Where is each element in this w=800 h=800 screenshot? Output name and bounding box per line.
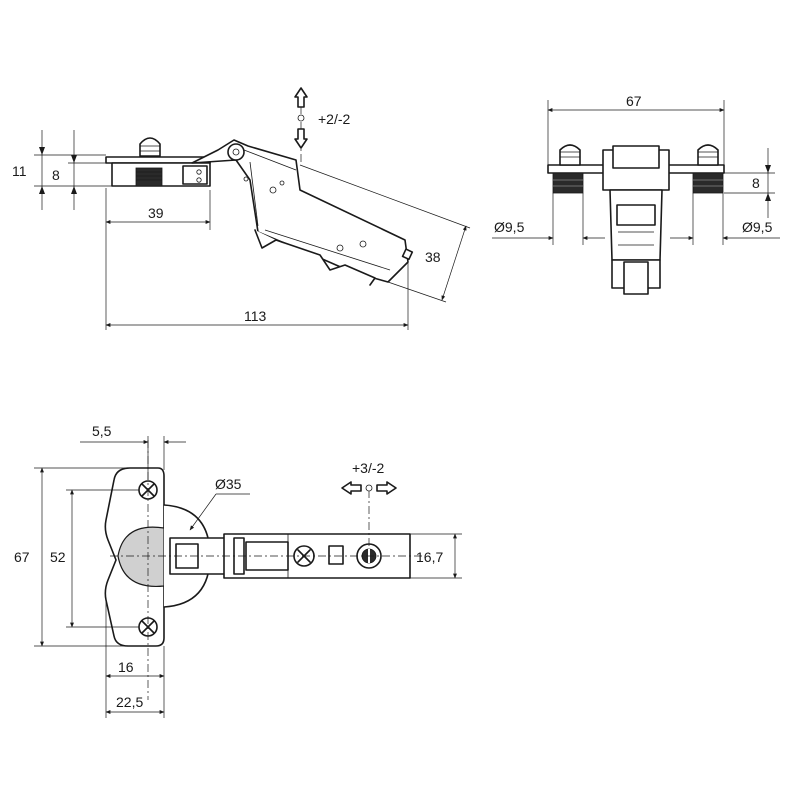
end-view: 67 8 Ø9,5 Ø9,5 bbox=[492, 93, 780, 295]
dim-label-38: 38 bbox=[425, 249, 441, 265]
end-thread-right bbox=[692, 172, 724, 194]
arm-pivot bbox=[227, 143, 245, 161]
side-view: 11 8 39 113 38 +2/-2 bbox=[12, 87, 471, 330]
hinge-arm bbox=[191, 139, 409, 283]
arm-slot bbox=[328, 545, 344, 565]
adjust-point-icon bbox=[297, 114, 305, 122]
end-screw-left bbox=[559, 144, 581, 166]
end-thread-left bbox=[552, 172, 584, 194]
dim-label-52: 52 bbox=[50, 549, 66, 565]
dim-label-5-5: 5,5 bbox=[92, 423, 112, 439]
dim-label-113: 113 bbox=[244, 308, 267, 324]
plate-recess bbox=[117, 526, 165, 588]
adjust-right-arrow-icon bbox=[376, 481, 397, 495]
dim-label-8-side: 8 bbox=[52, 167, 60, 183]
plate-cam bbox=[182, 165, 208, 185]
dim-label-adjust-lateral: +3/-2 bbox=[352, 460, 385, 476]
dim-label-67-end: 67 bbox=[626, 93, 642, 109]
adjust-down-arrow-icon bbox=[294, 128, 308, 149]
dim-label-cup-dia: Ø35 bbox=[215, 476, 242, 492]
dim-label-dia-left: Ø9,5 bbox=[494, 219, 525, 235]
dim-label-39: 39 bbox=[148, 205, 164, 221]
dim-label-16: 16 bbox=[118, 659, 134, 675]
adjust-left-arrow-icon bbox=[341, 481, 362, 495]
dim-label-dia-right: Ø9,5 bbox=[742, 219, 773, 235]
dim-label-67-plan: 67 bbox=[14, 549, 30, 565]
end-screw-right bbox=[697, 144, 719, 166]
dim-label-adjust-vertical: +2/-2 bbox=[318, 111, 351, 127]
cup-bracket bbox=[254, 229, 376, 286]
adjust-lateral-point-icon bbox=[365, 484, 373, 492]
dim-label-11: 11 bbox=[12, 163, 27, 179]
dim-label-8-end: 8 bbox=[752, 175, 760, 191]
adjust-up-arrow-icon bbox=[294, 87, 308, 108]
dim-label-16-7: 16,7 bbox=[416, 549, 443, 565]
screw-head bbox=[139, 137, 161, 157]
plan-view: +3/-2 5,5 Ø35 67 52 16,7 16 22,5 bbox=[14, 423, 462, 718]
plate-screw-thread bbox=[135, 167, 163, 187]
dim-label-22-5: 22,5 bbox=[116, 694, 143, 710]
